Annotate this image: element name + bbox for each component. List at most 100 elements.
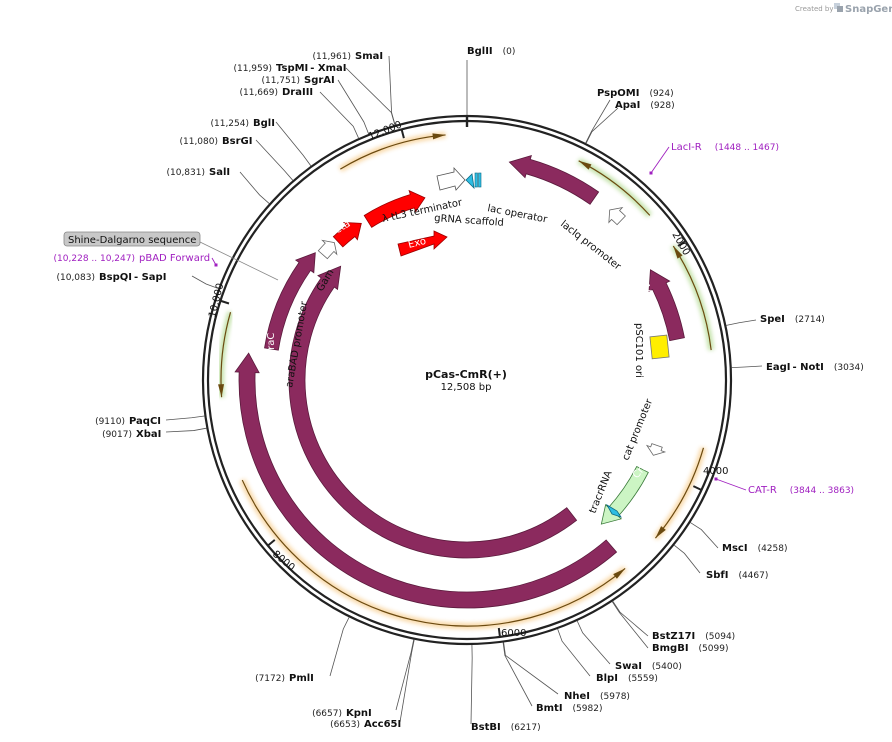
tick-mark xyxy=(692,485,702,491)
feature-label-psc101-ori: pSC101 ori xyxy=(633,323,644,378)
site-position: (10,831) xyxy=(166,168,205,178)
site-sali[interactable]: (10,831) SalI xyxy=(166,167,270,204)
tick-label: 12,000 xyxy=(367,119,404,142)
site-name: PspOMI xyxy=(597,88,639,99)
tick-label: 4000 xyxy=(703,466,728,477)
feature-gRNA-scaffold-b[interactable] xyxy=(478,172,482,188)
credit-badge: Created by SnapGene xyxy=(795,3,892,15)
tick-mark xyxy=(400,129,405,139)
site-sbfi[interactable]: SbfI(4467) xyxy=(673,544,768,581)
site-bgli[interactable]: (11,254) BglI xyxy=(210,118,312,167)
site-position: (9110) xyxy=(95,417,125,427)
site-pspomi[interactable]: PspOMI (924) xyxy=(585,88,674,144)
feature-label-arac: araC xyxy=(266,333,277,356)
site-draiii[interactable]: (11,669)DraIII xyxy=(239,87,359,139)
site-position: (11,080) xyxy=(179,137,218,147)
feature-arabad-promoter[interactable] xyxy=(317,239,338,260)
plasmid-name: pCas-CmR(+) xyxy=(425,368,507,381)
site-name: SgrAI xyxy=(304,75,335,86)
site-bspqi[interactable]: (10,083)BspQI - SapI xyxy=(56,272,219,289)
primer-band-head xyxy=(218,384,225,398)
site-position: (924) xyxy=(649,89,673,99)
site-position: (6657) xyxy=(312,709,342,719)
site-position: (7172) xyxy=(255,674,285,684)
site-bsrgi[interactable]: (11,080)BsrGI xyxy=(179,136,294,181)
feature-tracrrna[interactable] xyxy=(605,503,622,518)
primer-band-head xyxy=(655,526,666,539)
site-apai[interactable]: ApaI (928) xyxy=(585,100,675,144)
site-name: BglI xyxy=(253,118,275,129)
site-name: SpeI xyxy=(760,314,785,325)
feature-cas9[interactable] xyxy=(288,265,578,559)
site-position: (11,961) xyxy=(312,52,351,62)
site-position: (11,959) xyxy=(233,64,272,74)
site-paqci[interactable]: (9110)PaqCI xyxy=(95,415,205,427)
site-position: (5094) xyxy=(705,632,735,642)
site-smai[interactable]: (11,961) SmaI xyxy=(312,51,396,126)
site-position: (11,669) xyxy=(239,88,278,98)
site-position: (5982) xyxy=(573,704,603,714)
site-sgrai[interactable]: (11,751) SgrAI xyxy=(261,75,370,135)
feature-beta[interactable] xyxy=(363,189,426,228)
site-name: BlpI xyxy=(596,673,618,684)
site-position: (5978) xyxy=(600,692,630,702)
feature-label-cat-promoter: cat promoter xyxy=(621,397,656,462)
credit-prefix: Created by xyxy=(795,5,834,13)
tick-label: 6000 xyxy=(501,628,526,639)
site-bstz17i[interactable]: BstZ17I(5094) xyxy=(612,601,735,642)
site-kpni[interactable]: (6657)KpnI xyxy=(312,639,415,719)
primer-laci-r[interactable]: LacI-R(1448 .. 1467) xyxy=(649,142,779,175)
site-position: (2714) xyxy=(795,315,825,325)
site-nhei[interactable]: NheI(5978) xyxy=(503,642,630,702)
primer-pbad-forward[interactable]: (10,228 .. 10,247)pBAD Forward xyxy=(54,253,218,267)
site-name: BmgBI xyxy=(652,643,689,654)
feature-label-cas9: Cas9 xyxy=(393,560,419,574)
feature-rep101-ts[interactable] xyxy=(648,269,685,342)
feature-laciq-promoter[interactable] xyxy=(608,206,626,226)
shine-dalgarno-callout[interactable]: Shine-Dalgarno sequence xyxy=(63,231,279,281)
feature-psc101-ori[interactable] xyxy=(649,334,670,360)
feature-grna-scaffold[interactable] xyxy=(474,172,478,188)
feature-laci[interactable] xyxy=(508,154,600,205)
site-layer: BglII(0) PspOMI (924) ApaI (928) SpeI (2714) Ea… xyxy=(56,46,863,733)
feature-exo[interactable] xyxy=(397,230,448,257)
site-bmgbi[interactable]: BmgBI(5099) xyxy=(611,601,728,654)
feature-lac-operator[interactable] xyxy=(465,173,475,190)
site-xbai[interactable]: (9017)XbaI xyxy=(102,427,207,440)
site-name: ApaI xyxy=(615,100,640,111)
site-swai[interactable]: SwaI(5400) xyxy=(576,620,682,672)
site-name: SmaI xyxy=(355,51,383,62)
site-blpi[interactable]: BlpI(5559) xyxy=(557,628,658,684)
site-acc65i[interactable]: (6653)Acc65I xyxy=(330,639,415,730)
site-position: (11,254) xyxy=(210,119,249,129)
feature-cas9[interactable] xyxy=(234,352,618,609)
feature-label-cas9: Cas9 xyxy=(410,507,436,521)
site-bglii[interactable]: BglII(0) xyxy=(466,46,515,115)
site-pmli[interactable]: (7172)PmlI xyxy=(255,617,350,684)
tick-mark xyxy=(497,627,501,638)
site-position: (928) xyxy=(650,101,674,111)
primer-band-head xyxy=(432,133,446,140)
site-name: MscI xyxy=(722,543,748,554)
site-msci[interactable]: MscI(4258) xyxy=(690,522,788,554)
site-bstbi[interactable]: BstBI(6217) xyxy=(470,644,541,733)
site-name: BmtI xyxy=(536,703,563,714)
primer-name: CAT-R xyxy=(748,485,777,496)
site-name: SbfI xyxy=(706,570,728,581)
site-name: BstBI xyxy=(471,722,501,733)
site-position: (10,083) xyxy=(56,273,95,283)
feature-tl3-terminator[interactable] xyxy=(436,166,466,191)
primer-band-glow xyxy=(653,446,707,541)
site-position: (11,751) xyxy=(261,76,300,86)
site-name: SalI xyxy=(209,167,230,178)
primer-cat-r[interactable]: CAT-R(3844 .. 3863) xyxy=(714,477,855,497)
feature-cat-promoter[interactable] xyxy=(645,443,667,456)
site-spei[interactable]: SpeI (2714) xyxy=(726,314,825,326)
feature-arac[interactable] xyxy=(264,252,316,351)
site-name-alt: - XmaI xyxy=(310,63,346,74)
site-bmti[interactable]: BmtI (5982) xyxy=(502,642,603,714)
feature-gam[interactable] xyxy=(332,221,362,248)
credit-brand: SnapGene xyxy=(845,4,892,15)
site-eagi[interactable]: EagI - NotI(3034) xyxy=(731,362,864,373)
